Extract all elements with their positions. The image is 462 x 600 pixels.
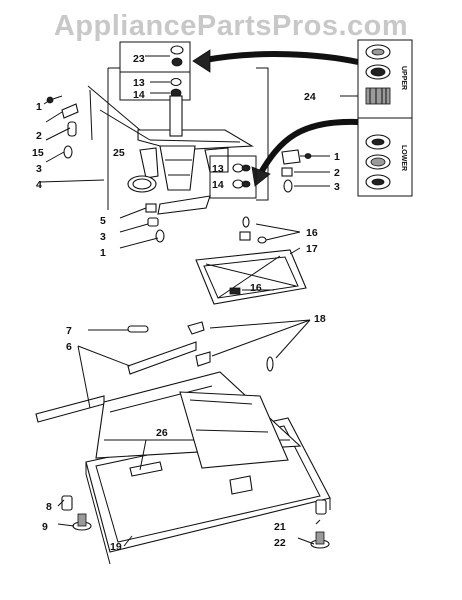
callout-3: 3 xyxy=(36,163,42,175)
right-mini-box xyxy=(209,155,257,199)
callout-16: 16 xyxy=(250,282,262,294)
callout-22: 22 xyxy=(274,537,286,549)
callout-2: 2 xyxy=(334,167,340,179)
ring-part xyxy=(127,175,157,193)
callout-13: 13 xyxy=(212,163,224,175)
callout-15: 15 xyxy=(32,147,44,159)
callout-13: 13 xyxy=(133,77,145,89)
callout-9: 9 xyxy=(42,521,48,533)
bearing-inset: UPPER LOWER xyxy=(357,39,413,197)
leveling-feet xyxy=(61,495,330,549)
callout-3: 3 xyxy=(334,181,340,193)
callout-24: 24 xyxy=(304,91,316,103)
callout-8: 8 xyxy=(46,501,52,513)
callout-5: 5 xyxy=(100,215,106,227)
pivot-assembly xyxy=(87,85,254,191)
mounting-plate xyxy=(195,216,307,305)
upper-bracket-box xyxy=(107,41,269,210)
callout-14: 14 xyxy=(133,89,145,101)
callout-17: 17 xyxy=(306,243,318,255)
callout-1: 1 xyxy=(100,247,106,259)
callout-7: 7 xyxy=(66,325,72,337)
base-frame xyxy=(85,371,331,565)
callout-16: 16 xyxy=(306,227,318,239)
frame-parts xyxy=(35,321,274,423)
callout-14: 14 xyxy=(212,179,224,191)
leader-lines xyxy=(39,55,358,547)
callout-1: 1 xyxy=(36,101,42,113)
callout-4: 4 xyxy=(36,179,42,191)
callout-23: 23 xyxy=(133,53,145,65)
callout-2: 2 xyxy=(36,130,42,142)
callout-6: 6 xyxy=(66,341,72,353)
callout-numbers: 23 13 14 24 1 2 15 3 4 25 13 14 1 2 3 5 … xyxy=(32,53,340,553)
upper-label: UPPER xyxy=(400,66,407,90)
pivot-dome-parts xyxy=(150,45,184,98)
callout-21: 21 xyxy=(274,521,286,533)
callout-1: 1 xyxy=(334,151,340,163)
callout-3: 3 xyxy=(100,231,106,243)
left-bolt-parts xyxy=(46,95,79,159)
lower-bolt-parts xyxy=(145,195,211,243)
callout-19: 19 xyxy=(110,541,122,553)
callout-26: 26 xyxy=(156,427,168,439)
watermark: AppliancePartsPros.com xyxy=(53,10,409,42)
lower-label: LOWER xyxy=(400,145,407,171)
callout-25: 25 xyxy=(113,147,125,159)
right-bolt-parts xyxy=(281,149,318,193)
callout-18: 18 xyxy=(314,313,326,325)
